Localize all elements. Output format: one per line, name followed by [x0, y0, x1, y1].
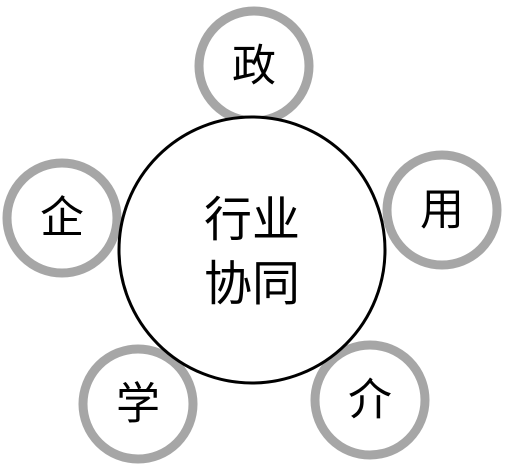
node-bottom-left: 学: [78, 344, 198, 464]
node-right-circle: [382, 150, 502, 270]
node-right-label: 用: [420, 185, 464, 236]
node-bottom-right: 介: [310, 340, 430, 460]
center-label-line2: 协同: [204, 256, 300, 312]
node-bottom-left-label: 学: [116, 379, 160, 430]
center-circle: [117, 115, 387, 385]
node-bottom-right-circle: [310, 340, 430, 460]
node-top: 政: [194, 6, 314, 126]
node-left: 企: [2, 158, 122, 278]
node-left-circle: [2, 158, 122, 278]
node-left-label: 企: [40, 193, 84, 244]
node-top-label: 政: [232, 41, 276, 92]
node-bottom-left-circle: [78, 344, 198, 464]
center-label-line1: 行业: [204, 192, 300, 248]
node-right: 用: [382, 150, 502, 270]
node-bottom-right-label: 介: [348, 375, 392, 426]
center-hub: 行业 协同: [117, 115, 387, 385]
